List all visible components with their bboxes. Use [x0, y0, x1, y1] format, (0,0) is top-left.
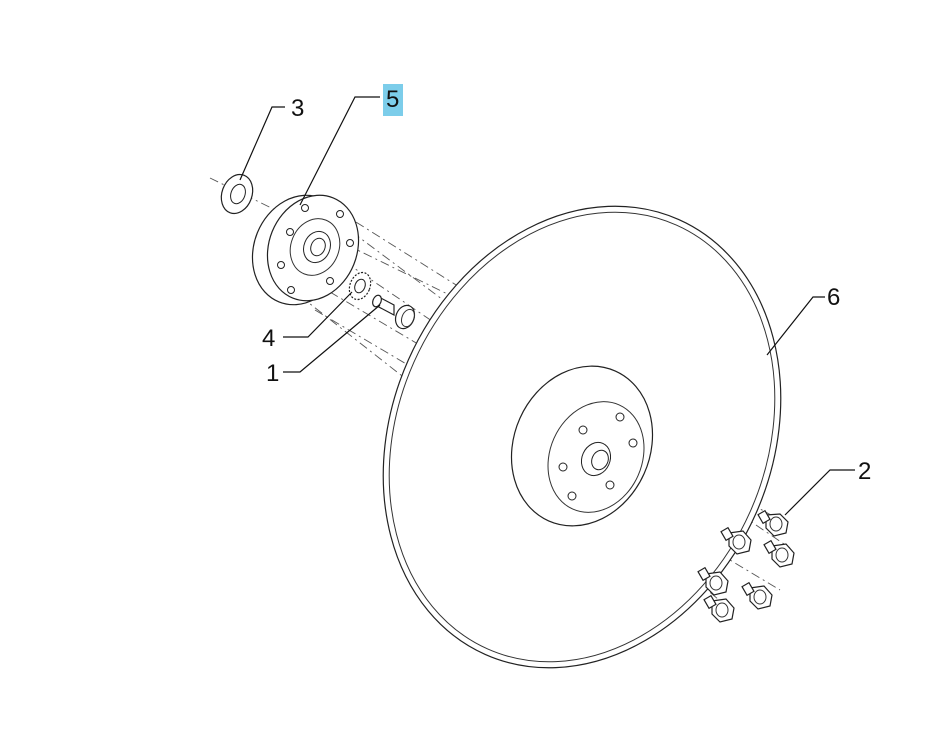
washer-part-3 [220, 173, 254, 215]
bolt-icon [741, 581, 773, 610]
bolts-part-2 [697, 509, 795, 623]
disc-part-6 [382, 205, 782, 669]
callout-6-label: 6 [827, 284, 840, 311]
callout-4-label: 4 [262, 325, 275, 352]
leader-lines [239, 96, 855, 516]
bolt-icon [697, 566, 729, 596]
callout-5-label: 5 [386, 86, 399, 113]
bolt-icon [757, 509, 789, 537]
bolt-icon [763, 539, 795, 568]
flange-part-5 [251, 194, 360, 306]
callout-1-label: 1 [266, 360, 279, 387]
screw-part-1 [372, 294, 416, 330]
bolt-icon [720, 526, 752, 555]
callout-2-label: 2 [858, 458, 871, 485]
bolt-icon [703, 594, 735, 623]
callout-3-label: 3 [291, 95, 304, 122]
callout-5-highlight [383, 84, 403, 116]
lock-washer-part-4 [348, 271, 372, 301]
